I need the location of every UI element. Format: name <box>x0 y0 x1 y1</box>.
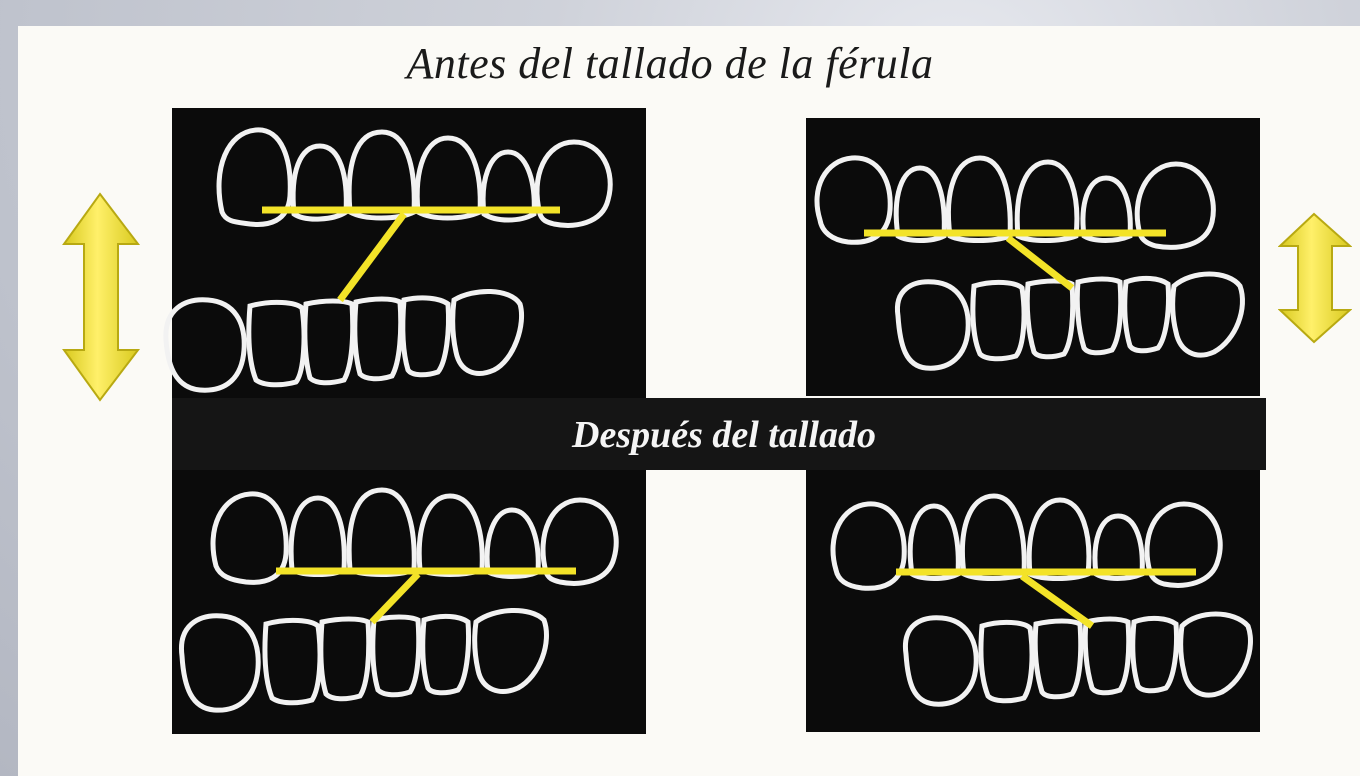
tooth <box>262 617 323 706</box>
midline-before-right <box>1005 235 1075 291</box>
tooth <box>970 279 1027 362</box>
tooth <box>1014 159 1080 243</box>
vertical-double-arrow-small-icon <box>1278 212 1352 344</box>
after-band-label: Después del tallado <box>572 414 876 456</box>
tooth <box>894 279 971 371</box>
tooth <box>290 143 349 222</box>
tooth <box>179 613 261 713</box>
tooth <box>450 288 525 376</box>
lower-arch-after-left <box>179 607 549 713</box>
tooth <box>945 155 1013 243</box>
midline-after-right <box>1019 573 1095 629</box>
tooth <box>216 127 293 227</box>
tooth <box>1024 278 1076 360</box>
tooth <box>420 613 471 696</box>
after-band <box>172 398 1266 470</box>
midline-before-left <box>337 211 407 303</box>
tooth <box>1134 161 1216 250</box>
upper-arch-before-right <box>814 155 1216 250</box>
tooth <box>318 616 372 702</box>
tooth <box>1080 175 1133 243</box>
upper-arch-before-left <box>216 127 613 228</box>
tooth <box>210 491 289 585</box>
tooth <box>902 615 979 707</box>
tooth <box>830 501 907 591</box>
upper-arch-after-right <box>830 493 1223 591</box>
tooth <box>1074 276 1124 356</box>
tooth <box>346 129 417 221</box>
tooth <box>480 149 537 223</box>
tooth <box>814 155 893 245</box>
tooth <box>1032 618 1084 700</box>
tooth <box>370 614 422 698</box>
tooth <box>1026 497 1092 581</box>
figure-title: Antes del tallado de la férula <box>406 39 934 88</box>
midline-after-left <box>369 571 421 625</box>
tooth <box>416 493 485 577</box>
tooth <box>893 165 947 243</box>
tooth <box>1082 616 1132 696</box>
tooth <box>1170 271 1245 358</box>
tooth <box>1178 611 1253 698</box>
panel-after-right <box>806 470 1260 732</box>
tooth <box>1092 513 1145 581</box>
tooth <box>414 135 483 221</box>
tooth <box>288 495 347 577</box>
lower-arch-after-right <box>902 611 1253 707</box>
tooth <box>472 607 549 694</box>
lower-arch-before-left <box>163 288 525 393</box>
tooth <box>400 295 451 378</box>
tooth <box>1130 615 1179 694</box>
tooth <box>534 139 613 228</box>
tooth <box>163 297 247 393</box>
tooth <box>959 493 1027 581</box>
tooth <box>1122 275 1171 354</box>
vertical-double-arrow-large-icon <box>62 192 141 402</box>
tooth <box>907 503 961 581</box>
tooth <box>246 299 307 388</box>
tooth <box>302 298 356 386</box>
tooth <box>346 487 417 577</box>
tooth <box>352 296 404 382</box>
tooth <box>540 497 619 586</box>
tooth <box>484 507 541 579</box>
tooth <box>978 619 1035 704</box>
tooth <box>1144 501 1223 588</box>
